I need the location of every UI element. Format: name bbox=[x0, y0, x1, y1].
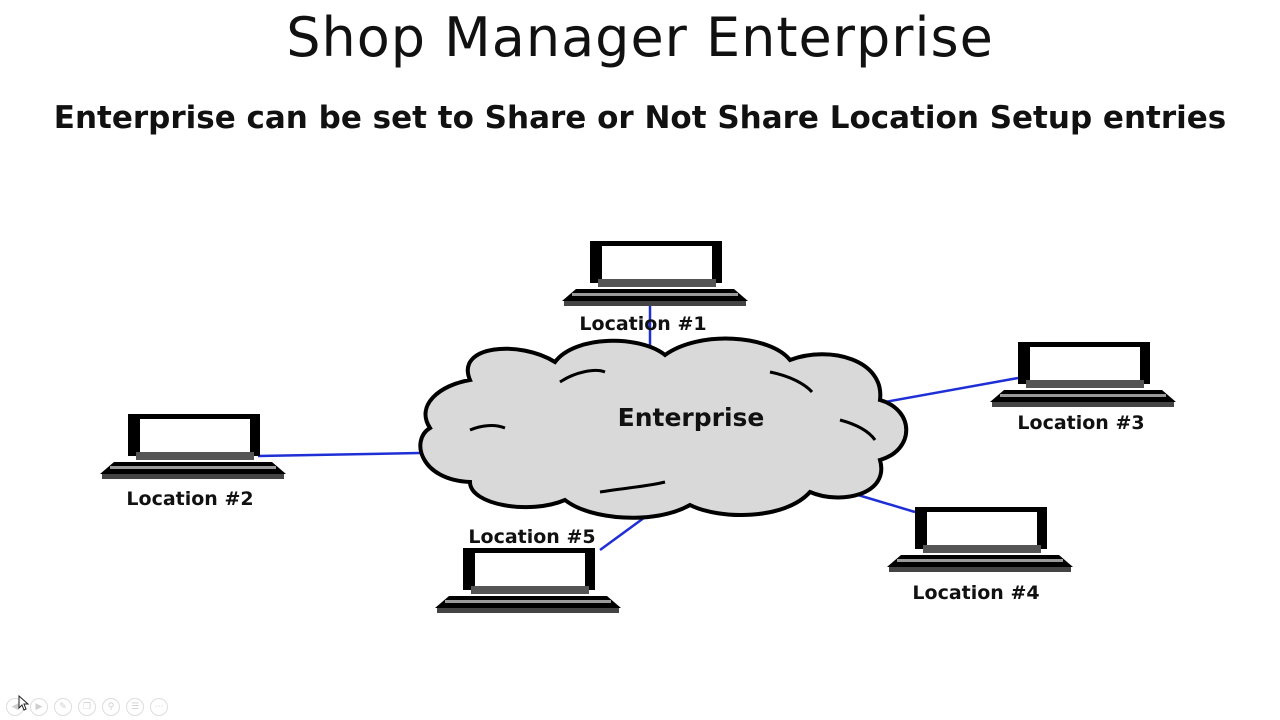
play-icon[interactable]: ▶ bbox=[30, 698, 48, 716]
node-location-1: Location #1 bbox=[562, 241, 748, 335]
menu-icon[interactable]: ☰ bbox=[126, 698, 144, 716]
slide-subtitle: Enterprise can be set to Share or Not Sh… bbox=[53, 100, 1227, 136]
node-label-location-3: Location #3 bbox=[1017, 412, 1144, 434]
laptop-icon bbox=[435, 548, 621, 613]
enterprise-cloud bbox=[418, 336, 909, 520]
slideshow-toolbar: ◀ ▶ ✎ ❐ ⚲ ☰ ⋯ bbox=[6, 698, 168, 716]
node-location-2: Location #2 bbox=[100, 414, 286, 510]
node-label-location-4: Location #4 bbox=[912, 582, 1039, 604]
mouse-cursor-icon bbox=[18, 695, 30, 711]
link-loc3 bbox=[884, 376, 1019, 404]
zoom-icon[interactable]: ⚲ bbox=[102, 698, 120, 716]
laptop-icon bbox=[887, 507, 1073, 572]
node-label-location-2: Location #2 bbox=[126, 488, 253, 510]
link-loc2 bbox=[257, 451, 421, 458]
node-location-4: Location #4 bbox=[887, 507, 1073, 604]
hub-label: Enterprise bbox=[618, 403, 765, 432]
node-location-3: Location #3 bbox=[990, 342, 1176, 434]
node-label-location-1: Location #1 bbox=[579, 313, 706, 335]
copy-icon[interactable]: ❐ bbox=[78, 698, 96, 716]
slide-title: Shop Manager Enterprise bbox=[286, 6, 994, 69]
node-label-location-5: Location #5 bbox=[468, 526, 595, 548]
laptop-icon bbox=[100, 414, 286, 479]
node-location-5: Location #5 bbox=[435, 526, 621, 613]
more-icon[interactable]: ⋯ bbox=[150, 698, 168, 716]
pen-icon[interactable]: ✎ bbox=[54, 698, 72, 716]
laptop-icon bbox=[990, 342, 1176, 407]
laptop-icon bbox=[562, 241, 748, 306]
